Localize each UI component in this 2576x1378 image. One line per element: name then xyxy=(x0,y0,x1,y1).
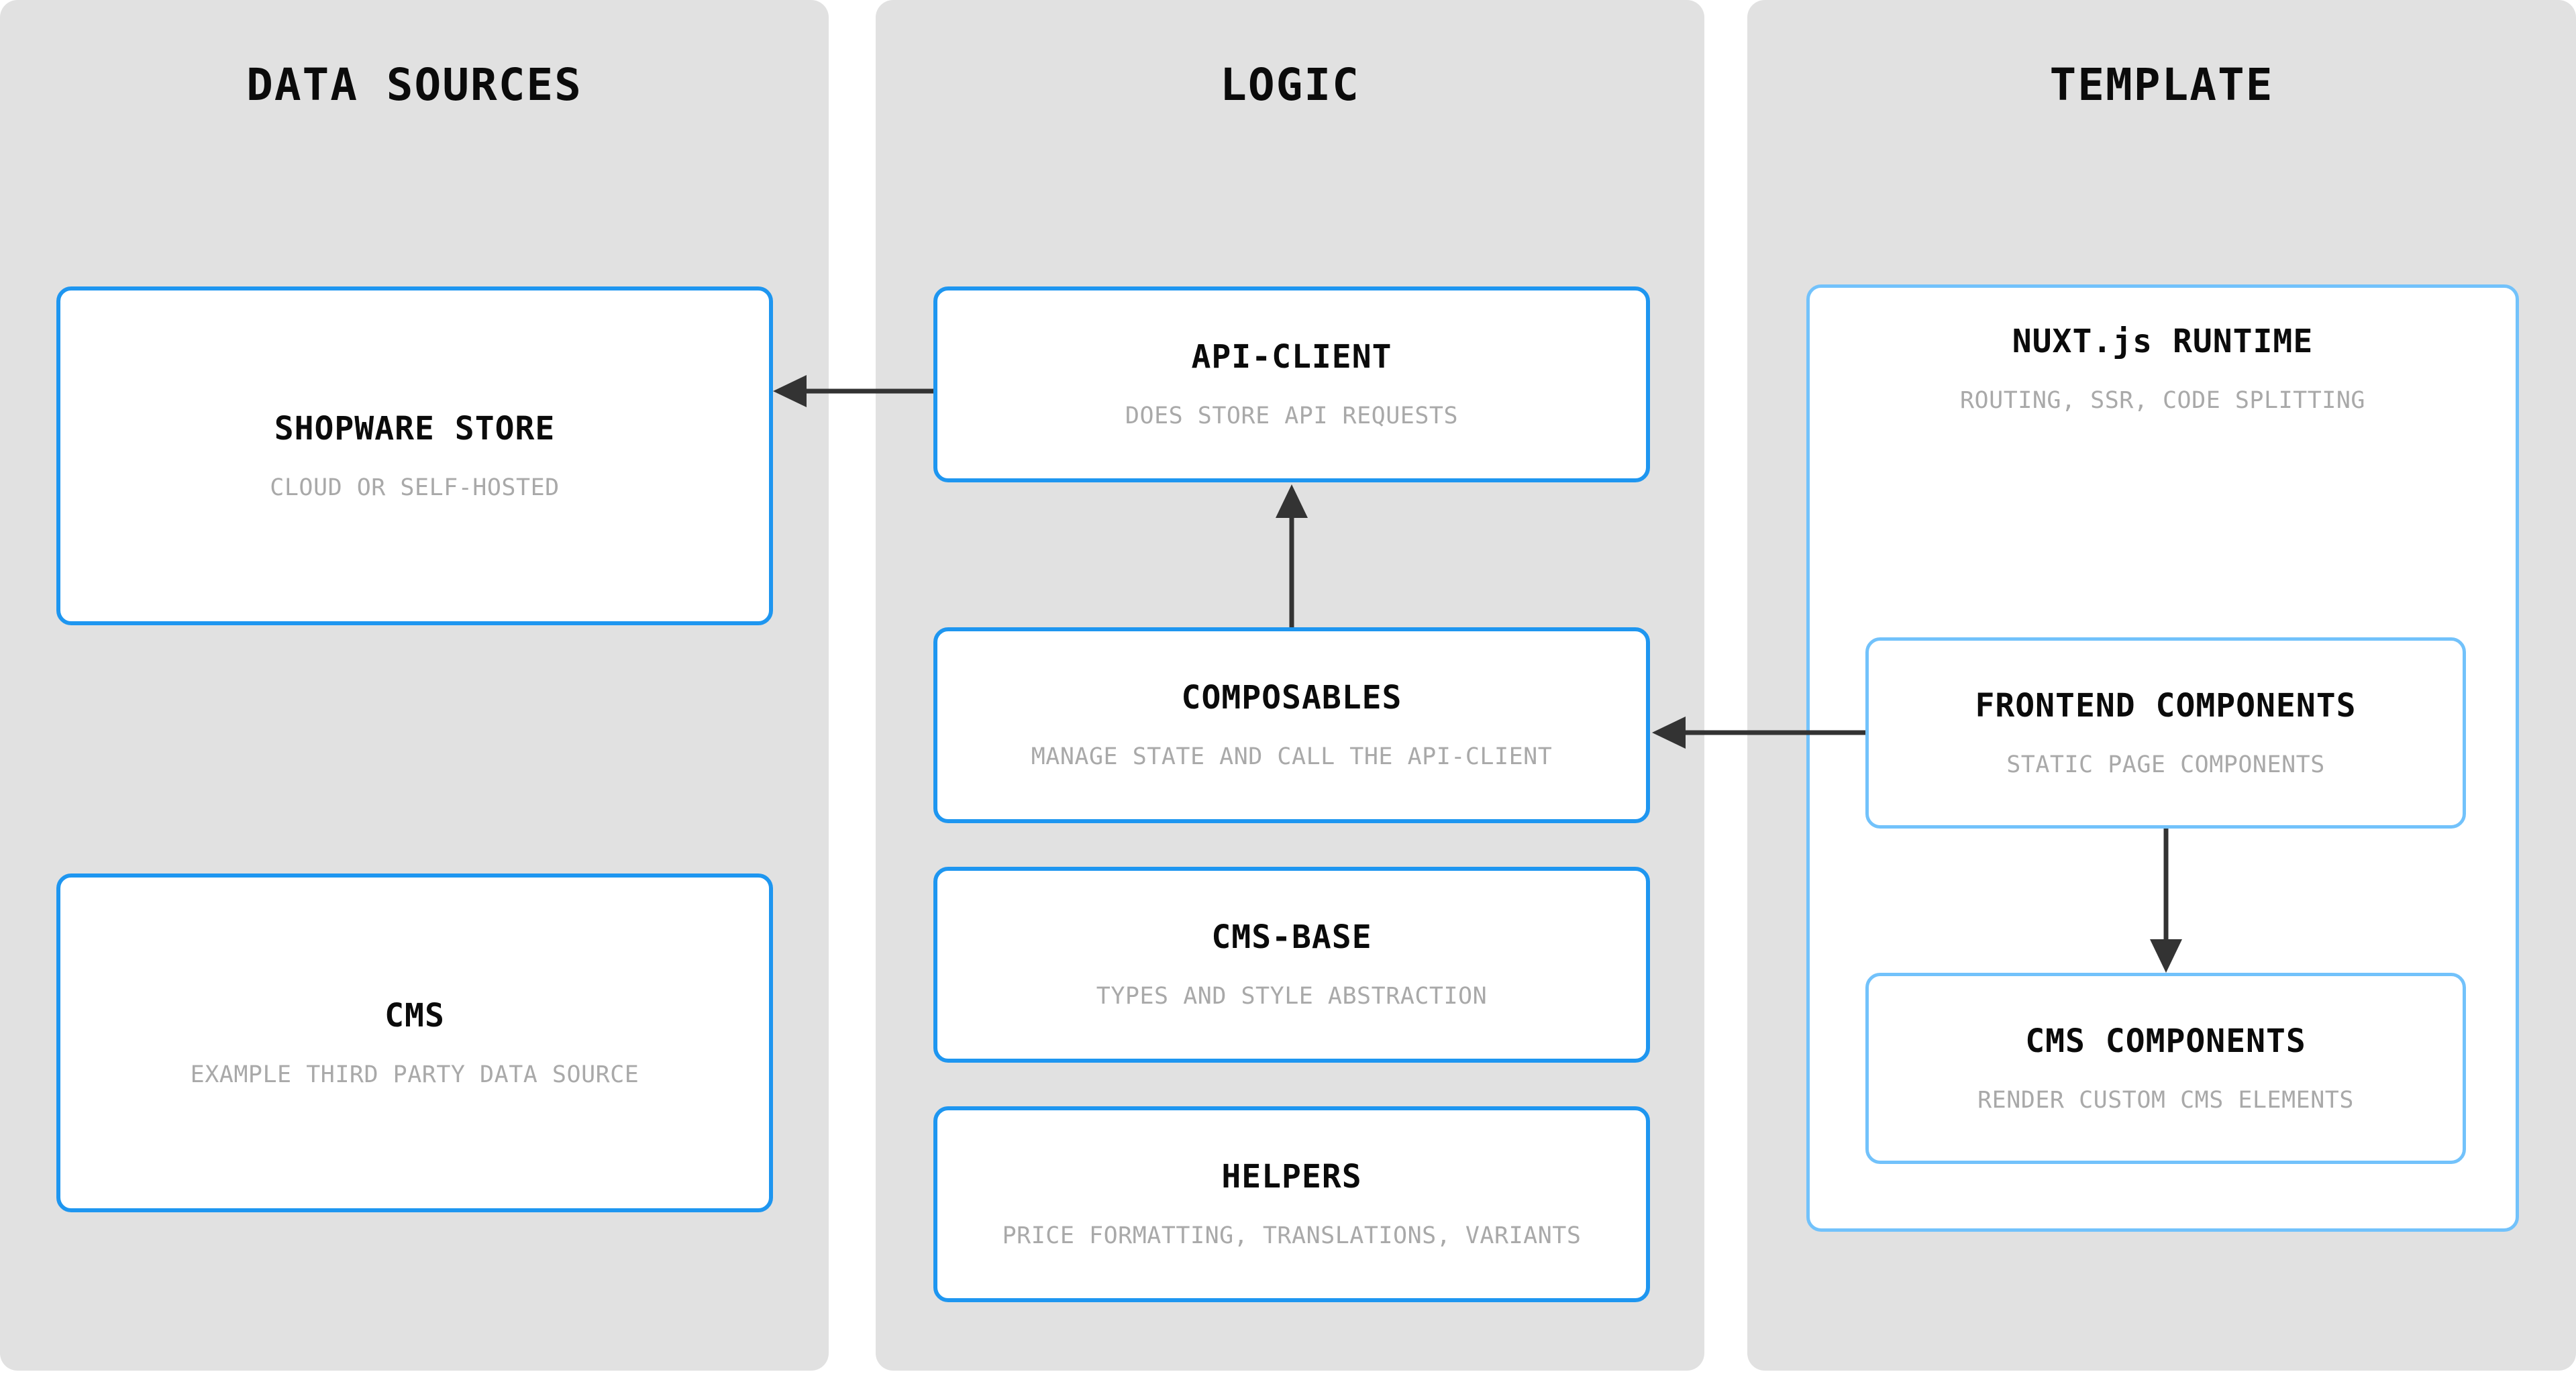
node-title-nuxt-runtime: NUXT.js RUNTIME xyxy=(2012,323,2314,360)
node-subtitle-nuxt-runtime: ROUTING, SSR, CODE SPLITTING xyxy=(1959,386,2365,414)
node-shopware-store[interactable]: SHOPWARE STORE CLOUD OR SELF-HOSTED xyxy=(56,286,773,625)
column-title-logic: LOGIC xyxy=(1220,59,1360,111)
node-helpers[interactable]: HELPERS PRICE FORMATTING, TRANSLATIONS, … xyxy=(933,1106,1650,1302)
node-api-client[interactable]: API-CLIENT DOES STORE API REQUESTS xyxy=(933,286,1650,482)
column-title-data-sources: DATA SOURCES xyxy=(246,59,582,111)
node-title-cms: CMS xyxy=(384,996,445,1035)
node-title-frontend-components: FRONTEND COMPONENTS xyxy=(1975,686,2357,725)
node-cms-components[interactable]: CMS COMPONENTS RENDER CUSTOM CMS ELEMENT… xyxy=(1865,973,2466,1164)
node-subtitle-composables: MANAGE STATE AND CALL THE API-CLIENT xyxy=(1031,743,1553,771)
node-frontend-components[interactable]: FRONTEND COMPONENTS STATIC PAGE COMPONEN… xyxy=(1865,637,2466,829)
column-title-template: TEMPLATE xyxy=(2049,59,2274,111)
node-title-cms-base: CMS-BASE xyxy=(1211,918,1372,957)
node-cms[interactable]: CMS EXAMPLE THIRD PARTY DATA SOURCE xyxy=(56,873,773,1212)
node-subtitle-cms-components: RENDER CUSTOM CMS ELEMENTS xyxy=(1977,1086,2354,1114)
node-subtitle-frontend-components: STATIC PAGE COMPONENTS xyxy=(2006,751,2325,778)
node-title-shopware-store: SHOPWARE STORE xyxy=(274,409,556,447)
node-subtitle-cms-base: TYPES AND STYLE ABSTRACTION xyxy=(1096,983,1488,1010)
node-subtitle-cms: EXAMPLE THIRD PARTY DATA SOURCE xyxy=(190,1061,639,1088)
node-composables[interactable]: COMPOSABLES MANAGE STATE AND CALL THE AP… xyxy=(933,627,1650,823)
node-cms-base[interactable]: CMS-BASE TYPES AND STYLE ABSTRACTION xyxy=(933,867,1650,1063)
node-subtitle-shopware-store: CLOUD OR SELF-HOSTED xyxy=(270,474,560,501)
node-subtitle-api-client: DOES STORE API REQUESTS xyxy=(1125,403,1459,430)
node-title-cms-components: CMS COMPONENTS xyxy=(2025,1022,2306,1060)
node-subtitle-helpers: PRICE FORMATTING, TRANSLATIONS, VARIANTS xyxy=(1002,1222,1582,1250)
node-title-helpers: HELPERS xyxy=(1221,1158,1362,1196)
node-title-api-client: API-CLIENT xyxy=(1191,338,1392,376)
node-title-composables: COMPOSABLES xyxy=(1181,679,1402,717)
